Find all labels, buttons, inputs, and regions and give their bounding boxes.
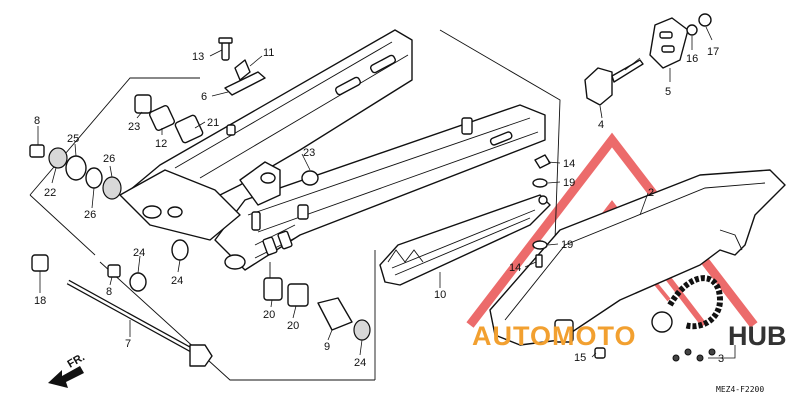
callout-12: 12: [155, 138, 167, 150]
callout-numbers: 13 11 6 17 16 5 4 8 25 22 26 26 23 21 12…: [34, 46, 724, 369]
callout-10: 10: [434, 289, 446, 301]
fr-label: FR.: [66, 351, 87, 370]
callout-26-bottom: 26: [84, 209, 96, 221]
callout-24-bottom: 24: [354, 357, 366, 369]
callout-8-top: 8: [34, 115, 40, 127]
pivot-bolt: [66, 279, 213, 367]
callout-24-upper: 24: [133, 247, 145, 259]
callout-19-top: 19: [563, 177, 575, 189]
callout-16: 16: [686, 53, 698, 65]
callout-8-bottom: 8: [106, 286, 112, 298]
callout-11: 11: [263, 47, 274, 59]
callout-20-right: 20: [287, 320, 299, 332]
callout-17: 17: [707, 46, 719, 58]
watermark-text-dark: HUB: [728, 321, 787, 351]
lower-bushings: [263, 277, 371, 341]
callout-23-left: 23: [128, 121, 140, 133]
watermark-text: AUTOMOTO HUB: [472, 321, 787, 351]
watermark-text-orange: AUTOMOTO: [472, 321, 637, 351]
callout-18: 18: [34, 295, 46, 307]
callout-24-middle: 24: [171, 275, 183, 287]
leader-lines: [37, 26, 736, 359]
callout-25: 25: [67, 133, 79, 145]
callout-23-center: 23: [303, 147, 315, 159]
callout-20-left: 20: [263, 309, 275, 321]
callout-9: 9: [324, 341, 330, 353]
chain-adjuster: [584, 13, 712, 106]
diagram-code: MEZ4-F2200: [716, 385, 764, 394]
chain-case: [489, 169, 786, 346]
callout-3: 3: [718, 353, 724, 365]
fasteners: [532, 154, 606, 359]
bracket: [218, 37, 266, 96]
callout-13: 13: [192, 51, 204, 63]
callout-19-bottom: 19: [561, 239, 573, 251]
callout-7: 7: [125, 338, 131, 350]
callout-26-top: 26: [103, 153, 115, 165]
callout-15: 15: [574, 352, 586, 364]
front-direction-arrow: FR.: [48, 351, 87, 388]
callout-4: 4: [598, 119, 604, 131]
callout-21: 21: [207, 117, 219, 129]
callout-6: 6: [201, 91, 207, 103]
callout-2: 2: [648, 187, 654, 199]
callout-14-top: 14: [563, 158, 575, 170]
callout-22: 22: [44, 187, 56, 199]
pivot-hardware: [29, 94, 319, 292]
callout-5: 5: [665, 86, 671, 98]
chain-slider: [379, 194, 551, 286]
drive-chain: [651, 275, 724, 362]
callout-14-bottom: 14: [509, 262, 521, 274]
swingarm: [119, 29, 546, 271]
